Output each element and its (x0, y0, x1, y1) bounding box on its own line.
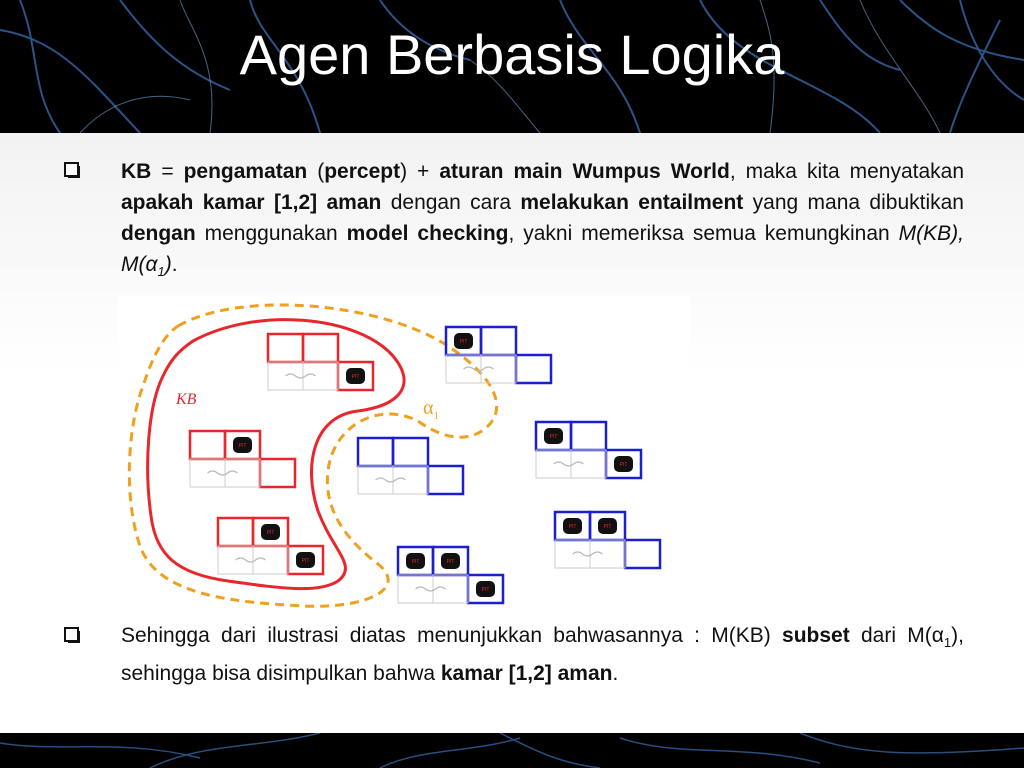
pit-marker-icon (614, 456, 633, 472)
text-kamar-aman: kamar [1,2] aman (440, 662, 613, 686)
pit-marker-icon (544, 428, 563, 444)
pit-marker-icon (454, 333, 473, 349)
svg-text:PIT: PIT (550, 434, 558, 440)
model-grid: PIT (188, 429, 297, 489)
model-grid: PIT PIT (216, 516, 325, 576)
model-grid (356, 436, 465, 496)
slide-title: Agen Berbasis Logika (239, 23, 785, 86)
pit-marker-icon (406, 553, 425, 569)
text-dengan: dengan (121, 222, 196, 245)
svg-text:PIT: PIT (412, 559, 420, 565)
text-model-checking: model checking (346, 222, 509, 245)
text-plus: ) + (400, 160, 440, 183)
kb-label: KB (175, 391, 197, 408)
svg-text:PIT: PIT (352, 374, 360, 380)
pit-marker-icon (476, 581, 495, 597)
text-period: . (171, 253, 178, 276)
paragraph-kb-definition: KB = pengamatan (percept) + aturan main … (121, 156, 964, 287)
pit-marker-icon (233, 437, 252, 453)
model-grid: PIT PIT (534, 420, 643, 480)
text-period-2: . (612, 662, 619, 686)
svg-text:PIT: PIT (447, 559, 455, 565)
text-aturan: aturan main Wumpus World (439, 160, 730, 183)
pit-marker-icon (598, 518, 617, 534)
text-maka: , maka kita menyatakan (729, 160, 965, 183)
pit-marker-icon (346, 368, 365, 384)
model-grid: PIT PIT (553, 510, 662, 570)
text-equals: = (151, 160, 184, 183)
text-models: M(KB), M(α1) (121, 222, 964, 280)
slide-header: Agen Berbasis Logika (0, 0, 1024, 133)
model-grid: PIT PIT PIT (396, 545, 505, 605)
text-subset: subset (782, 624, 850, 647)
text-yakni: , yakni memeriksa semua kemungkinan (508, 222, 899, 245)
svg-text:PIT: PIT (267, 530, 275, 536)
text-menggunakan: menggunakan (195, 222, 347, 245)
alpha1-region (127, 303, 499, 608)
checkbox-bullet-icon (62, 625, 82, 645)
svg-text:PIT: PIT (604, 524, 612, 530)
text-sehingga: Sehingga dari ilustrasi diatas menunjukk… (121, 624, 783, 647)
paragraph-conclusion: Sehingga dari ilustrasi diatas menunjukk… (121, 620, 964, 689)
text-rest: ), sehingga bisa disimpulkan bahwa (121, 624, 964, 686)
text-yang-mana: yang mana dibuktikan (743, 191, 964, 214)
text-paren: ( (307, 160, 325, 183)
svg-text:PIT: PIT (302, 558, 310, 564)
text-apakah: apakah kamar [1,2] aman (121, 191, 382, 214)
svg-text:PIT: PIT (569, 524, 577, 530)
text-melakukan: melakukan entailment (520, 191, 744, 214)
svg-text:PIT: PIT (239, 443, 247, 449)
pit-marker-icon (563, 518, 582, 534)
text-dengan-cara: dengan cara (381, 191, 521, 214)
alpha-label: α1 (423, 397, 439, 422)
kb-region (146, 318, 406, 591)
slide-footer (0, 733, 1024, 768)
svg-text:PIT: PIT (482, 587, 490, 593)
checkbox-bullet-icon (62, 160, 82, 180)
pit-marker-icon (261, 524, 280, 540)
vein-background-graphic (0, 0, 1024, 133)
text-kb: KB (121, 160, 152, 183)
pit-marker-icon (296, 552, 315, 568)
vein-footer-graphic (0, 733, 1024, 768)
pit-marker-icon (441, 553, 460, 569)
model-grid: PIT (444, 325, 553, 385)
model-grid: PIT (266, 332, 375, 392)
text-pengamatan: pengamatan (183, 160, 308, 183)
svg-text:PIT: PIT (460, 339, 468, 345)
text-percept: percept (324, 160, 401, 183)
text-dari: dari M(α1 (849, 624, 952, 651)
svg-text:PIT: PIT (620, 462, 628, 468)
